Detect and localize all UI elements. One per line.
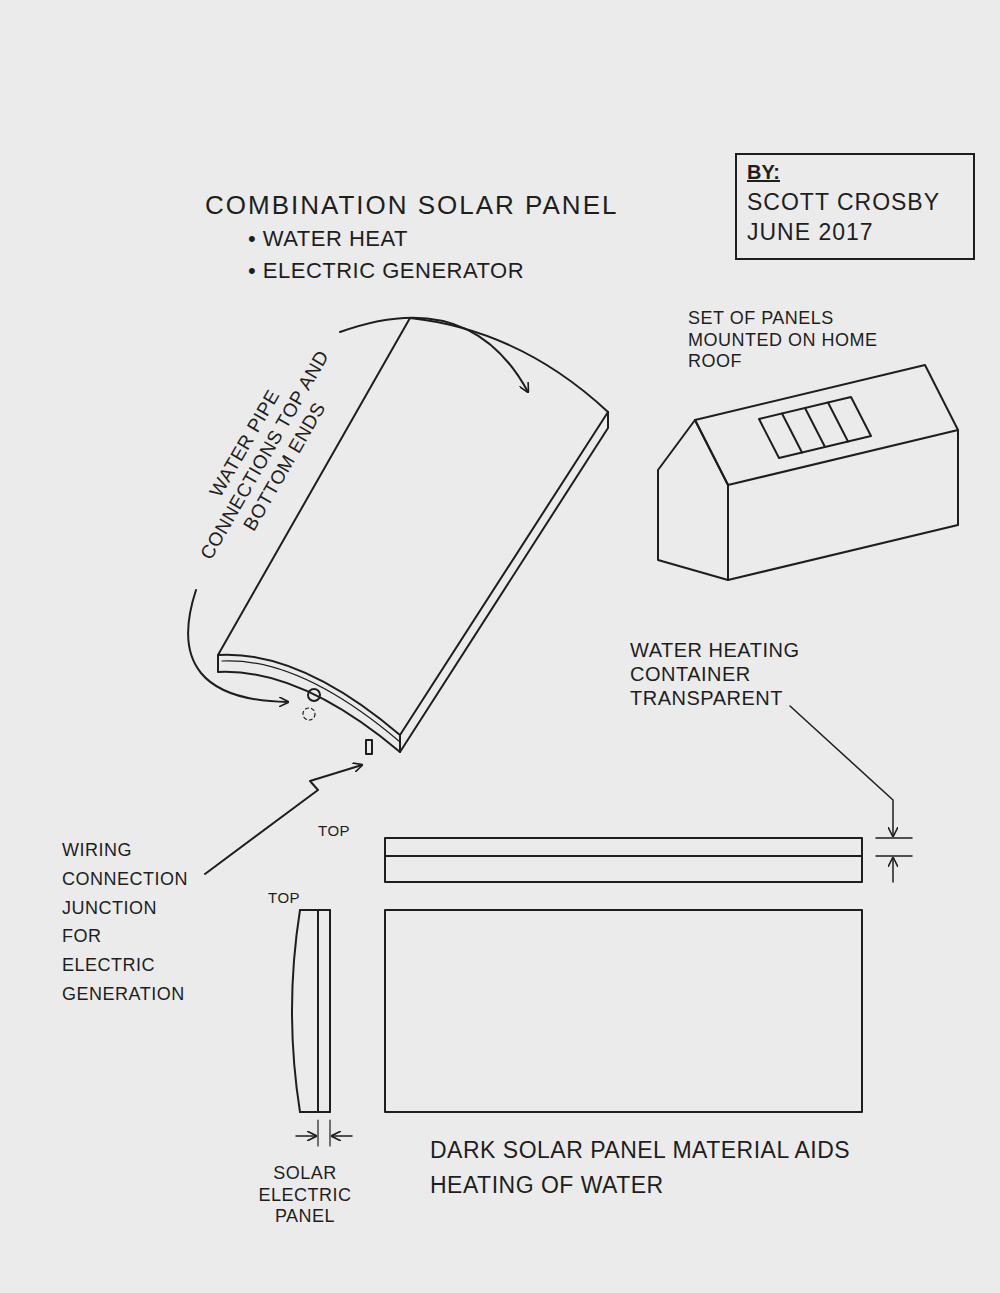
- container-note: WATER HEATING CONTAINER TRANSPARENT: [630, 638, 870, 710]
- wiring-note: WIRING CONNECTION JUNCTION FOR ELECTRIC …: [62, 836, 197, 1009]
- signature-box: BY: SCOTT CROSBY JUNE 2017: [735, 153, 975, 260]
- leader-line: [205, 765, 362, 874]
- side-view: [292, 910, 352, 1146]
- dimension-note: SOLAR ELECTRIC PANEL: [250, 1163, 360, 1228]
- byline-heading: BY:: [747, 161, 963, 184]
- bullet-item: • ELECTRIC GENERATOR: [248, 258, 524, 284]
- view-label: TOP: [268, 889, 300, 907]
- front-view: [385, 910, 862, 1112]
- house-roof: [658, 365, 958, 580]
- author-date: SCOTT CROSBY JUNE 2017: [747, 188, 963, 248]
- title: COMBINATION SOLAR PANEL: [205, 190, 618, 221]
- leader-line: [188, 590, 288, 702]
- material-note: DARK SOLAR PANEL MATERIAL AIDS HEATING O…: [430, 1133, 890, 1202]
- roof-note: SET OF PANELS MOUNTED ON HOME ROOF: [688, 308, 878, 373]
- bullet-item: • WATER HEAT: [248, 226, 408, 252]
- leader-line: [340, 318, 528, 392]
- view-label: TOP: [318, 822, 350, 840]
- top-view: [385, 706, 912, 882]
